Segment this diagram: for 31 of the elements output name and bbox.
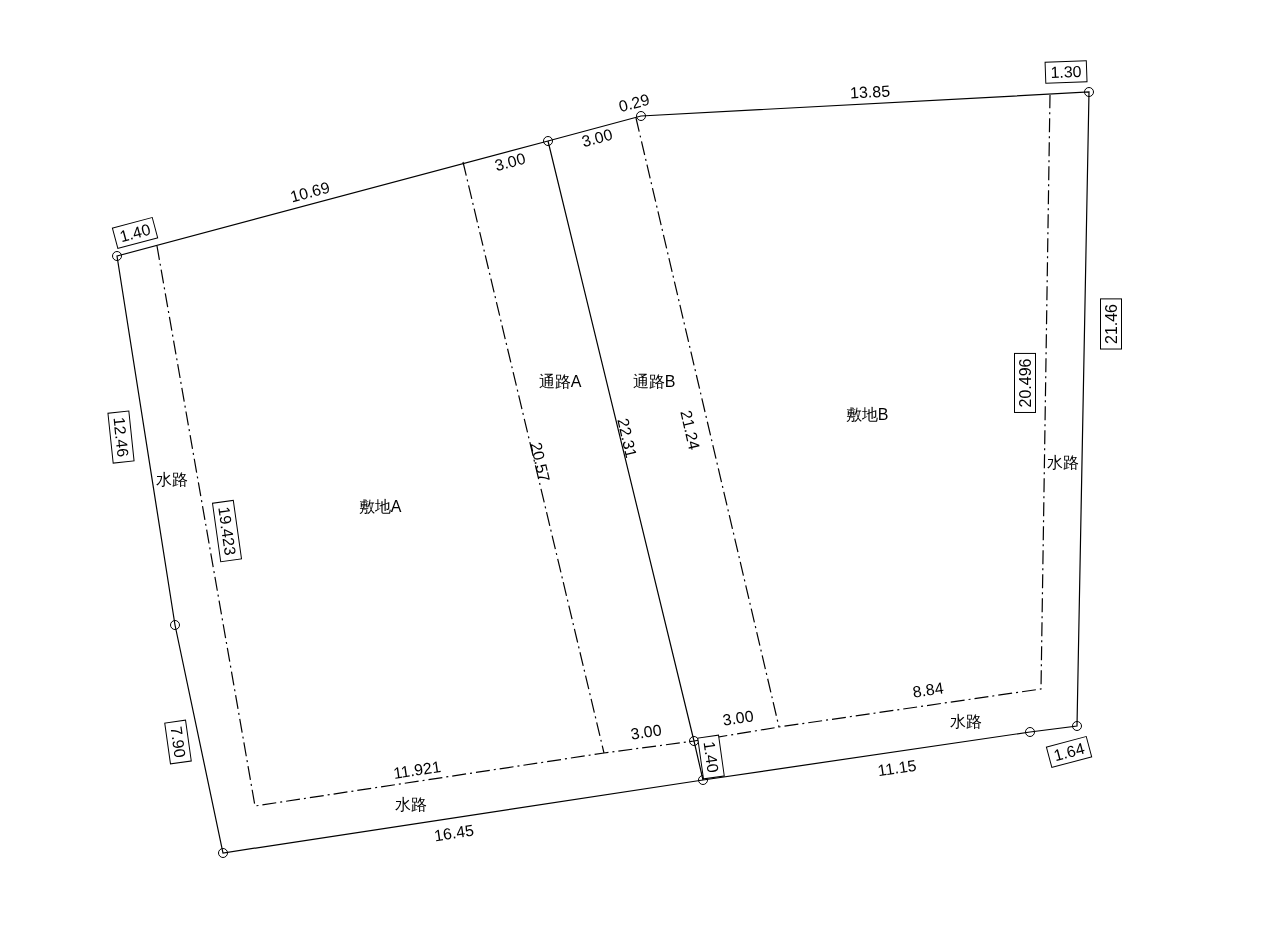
dimension-label: 11.15 bbox=[876, 756, 918, 780]
boxed-dimension-label: 7.90 bbox=[164, 719, 192, 765]
dimension-label: 13.85 bbox=[849, 82, 891, 102]
dimension-label: 3.00 bbox=[721, 707, 755, 729]
area-label: 通路B bbox=[632, 372, 676, 390]
boxed-dimension-label: 1.40 bbox=[697, 734, 725, 780]
dimension-label: 3.00 bbox=[629, 721, 663, 743]
dimension-label: 21.24 bbox=[677, 408, 703, 452]
boxed-dimension-label: 19.423 bbox=[212, 499, 242, 563]
boxed-dimension-label: 1.64 bbox=[1045, 736, 1093, 768]
dimension-label: 22.31 bbox=[614, 416, 640, 460]
boxed-dimension-label: 21.46 bbox=[1100, 298, 1122, 350]
dimension-label: 3.00 bbox=[579, 125, 615, 151]
boxed-dimension-label: 1.40 bbox=[111, 217, 159, 249]
boxed-dimension-label: 1.30 bbox=[1044, 60, 1088, 84]
area-label: 水路 bbox=[395, 795, 427, 813]
dimension-label: 0.29 bbox=[616, 90, 652, 116]
area-label: 水路 bbox=[156, 470, 188, 488]
dimension-label: 16.45 bbox=[432, 821, 476, 845]
dimension-label: 10.69 bbox=[288, 178, 332, 206]
dimension-label: 8.84 bbox=[911, 679, 945, 701]
dimension-label: 11.921 bbox=[392, 758, 442, 782]
boxed-dimension-label: 20.496 bbox=[1014, 352, 1036, 413]
area-label: 通路A bbox=[538, 372, 582, 390]
area-label: 敷地B bbox=[845, 405, 889, 423]
area-label: 敷地A bbox=[358, 497, 402, 515]
area-label: 水路 bbox=[950, 712, 982, 730]
area-label: 水路 bbox=[1047, 453, 1079, 471]
dimension-label: 20.57 bbox=[527, 440, 553, 484]
boxed-dimension-label: 12.46 bbox=[107, 410, 135, 464]
dimension-label: 3.00 bbox=[492, 149, 528, 175]
